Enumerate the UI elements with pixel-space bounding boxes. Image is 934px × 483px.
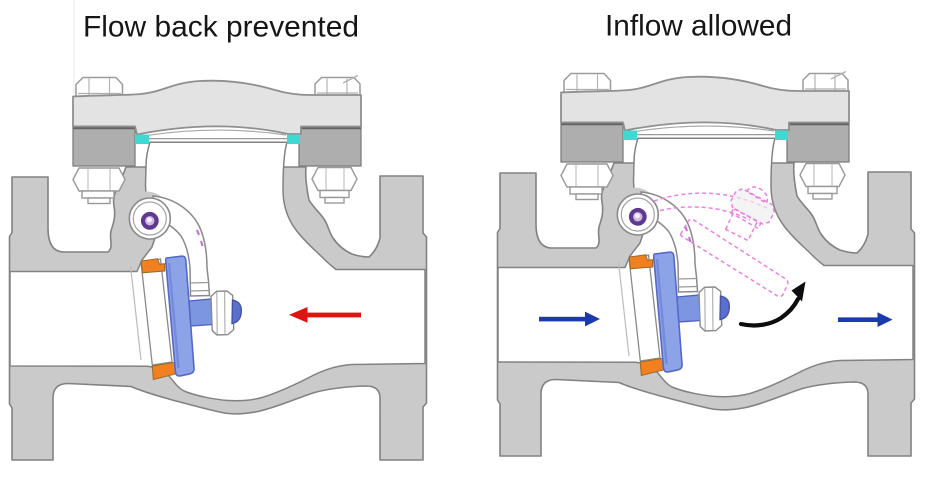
svg-text:Flow back prevented: Flow back prevented	[83, 11, 359, 44]
svg-text:Inflow allowed: Inflow allowed	[605, 10, 792, 43]
